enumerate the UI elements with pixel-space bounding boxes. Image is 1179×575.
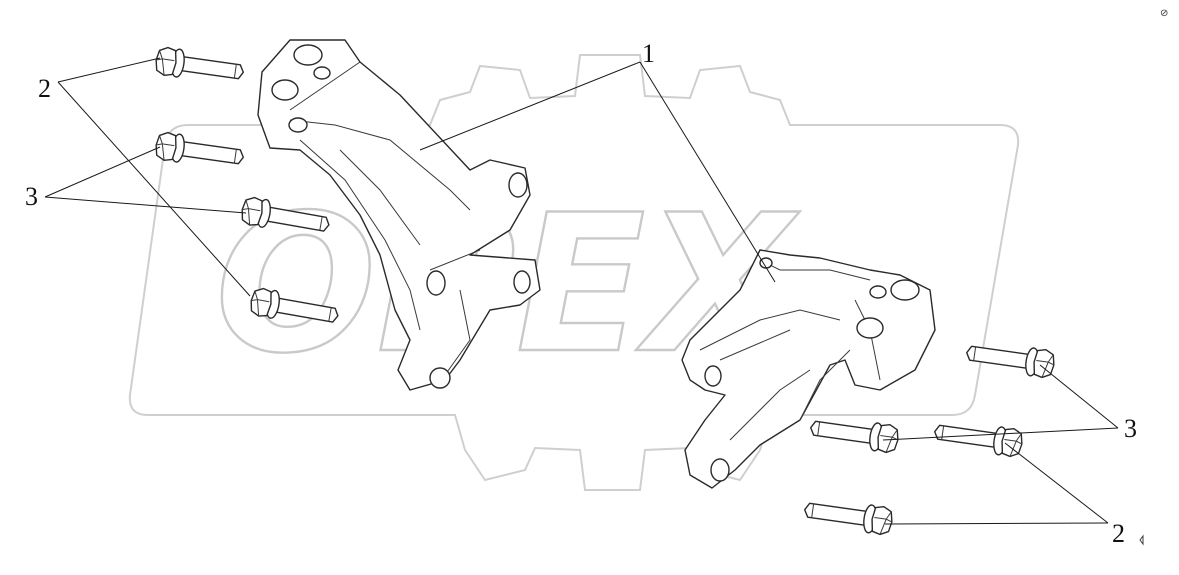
bolt [153, 45, 246, 87]
bracket-hole [508, 172, 528, 198]
bolt [802, 495, 895, 537]
bracket-hole [869, 285, 887, 299]
right-bracket [681, 249, 936, 489]
callout-2-left: 2 [38, 74, 51, 103]
arrow-mark [1139, 534, 1144, 546]
bolt [153, 130, 246, 172]
bolt [808, 413, 901, 455]
bracket-hole [313, 66, 331, 80]
bracket-hole [426, 270, 446, 296]
callout-3-left: 3 [25, 182, 38, 211]
bracket-hole [271, 79, 299, 101]
callout-1: 1 [642, 39, 655, 68]
callout-3-right: 3 [1124, 414, 1137, 443]
leader-lines [44, 57, 1119, 525]
bracket-hole [710, 458, 730, 482]
bracket-hole [429, 367, 451, 389]
bracket-hole [704, 365, 722, 387]
left-bracket [257, 39, 541, 391]
bracket-hole [513, 270, 531, 294]
bracket-hole [293, 44, 323, 66]
bracket-hole [288, 117, 308, 133]
corner-mark: ⊘ [1160, 8, 1168, 19]
bolt [932, 417, 1025, 459]
bracket-hole [890, 279, 920, 301]
callout-2-right: 2 [1112, 519, 1125, 548]
bracket-hole [856, 317, 884, 339]
